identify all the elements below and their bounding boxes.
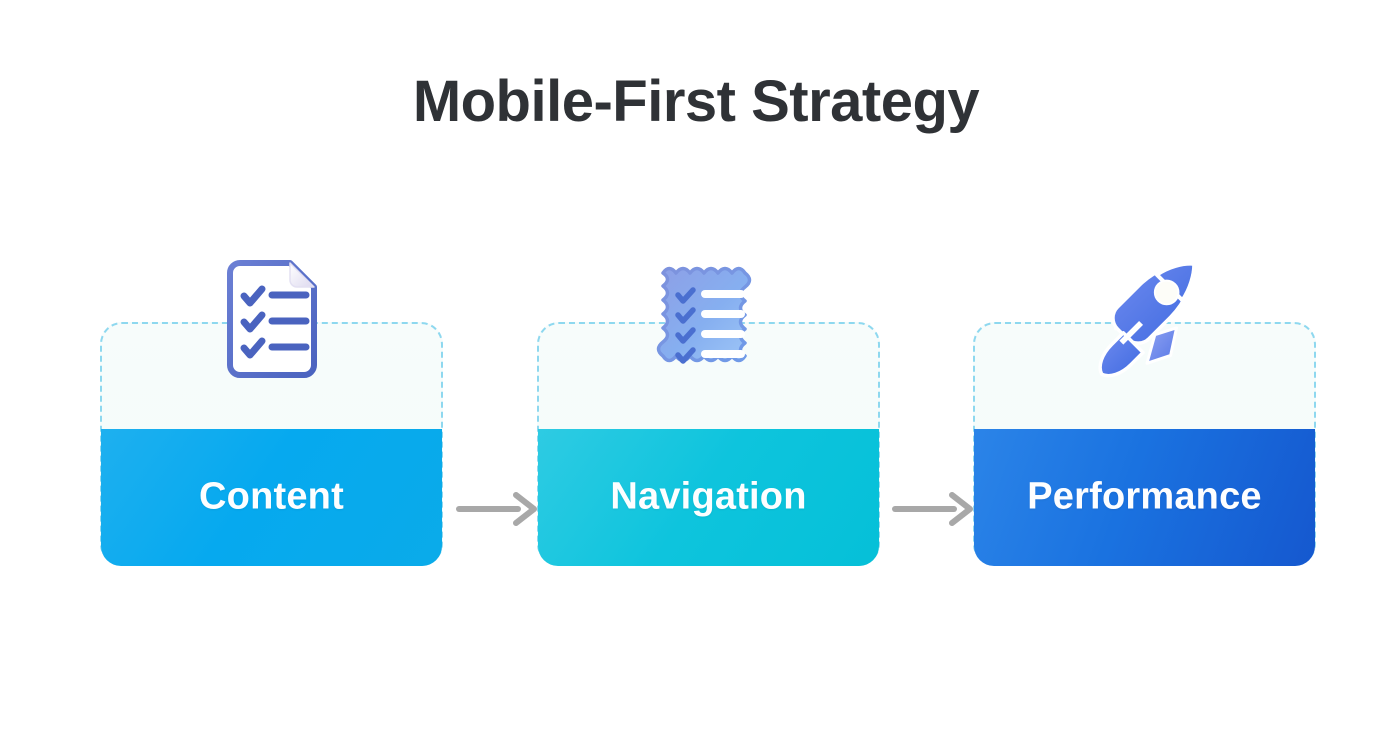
flow-step-performance[interactable]: Performance	[973, 261, 1316, 566]
step-fill-performance: Performance	[974, 429, 1315, 566]
arrow-navigation-to-performance	[892, 492, 978, 526]
step-label-performance: Performance	[1027, 475, 1262, 518]
step-fill-navigation: Navigation	[538, 429, 879, 566]
flow-step-content[interactable]: Content	[100, 260, 443, 566]
page-title: Mobile-First Strategy	[412, 69, 980, 134]
step-label-navigation: Navigation	[610, 475, 807, 518]
process-flow: Content	[100, 260, 1316, 566]
flow-step-navigation[interactable]: Navigation	[537, 266, 880, 566]
step-fill-content: Content	[101, 429, 442, 566]
step-label-content: Content	[199, 475, 344, 518]
arrow-content-to-navigation	[456, 492, 542, 526]
